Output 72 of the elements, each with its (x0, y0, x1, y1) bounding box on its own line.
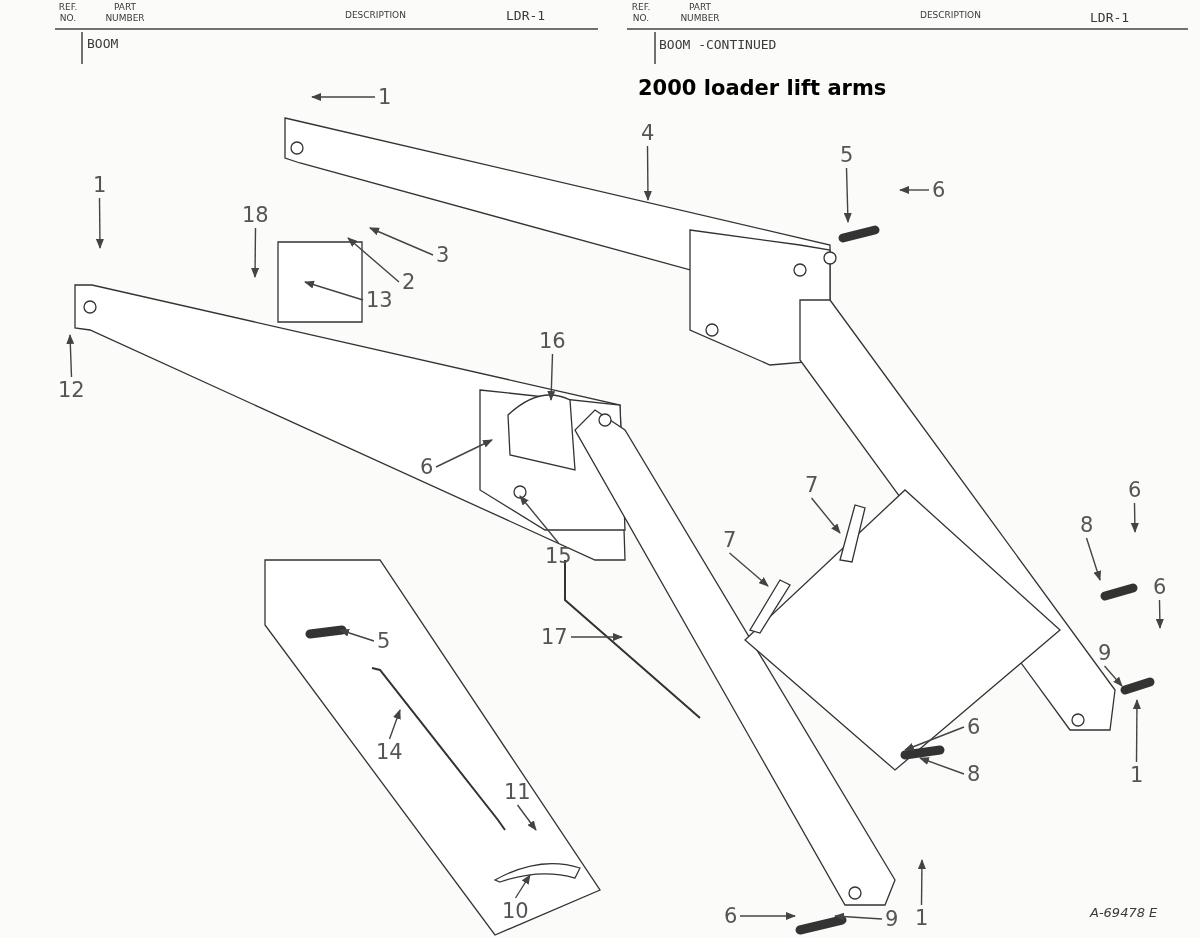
leader-line (728, 552, 769, 587)
leader-line (904, 726, 965, 751)
leader-line (347, 237, 400, 283)
callout-number: 9 (1098, 642, 1112, 664)
callout-number: 5 (377, 630, 391, 652)
leader-line (66, 334, 75, 378)
leader-line (311, 93, 376, 101)
column-heading: DESCRIPTION (345, 10, 406, 21)
callout-number: 7 (723, 529, 737, 551)
column-heading: PART NUMBER (104, 2, 146, 24)
leader-line (1132, 699, 1141, 763)
leader-line (1085, 537, 1102, 581)
leader-line (899, 186, 930, 194)
callout-number: 6 (967, 716, 981, 738)
callout-number: 1 (915, 907, 929, 929)
leader-line (834, 912, 883, 921)
leader-line (516, 804, 537, 831)
leader-line (810, 497, 841, 534)
leader-line (514, 874, 531, 899)
leader-line (339, 628, 375, 642)
callout-number: 1 (93, 174, 107, 196)
leader-line (1103, 665, 1123, 687)
leader-line (570, 633, 623, 641)
leader-line (388, 709, 401, 740)
leader-line (547, 353, 556, 401)
leader-line (919, 757, 965, 775)
callout-number: 2 (402, 271, 416, 293)
diagram-title: 2000 loader lift arms (638, 76, 887, 100)
column-heading: REF. NO. (630, 2, 652, 24)
callout-number: 17 (541, 626, 568, 648)
callout-number: 4 (641, 122, 655, 144)
drawing-number: A-69478 E (1090, 905, 1158, 920)
callout-number: 7 (805, 474, 819, 496)
callout-number: 6 (1128, 479, 1142, 501)
leader-line (95, 197, 104, 249)
column-heading: PART NUMBER (679, 2, 721, 24)
leader-line (843, 167, 852, 223)
header-text: BOOM (87, 36, 119, 51)
callout-number: 10 (502, 900, 529, 922)
callout-number: 11 (504, 781, 531, 803)
callout-number: 9 (885, 908, 899, 930)
header-text: BOOM -CONTINUED (659, 37, 777, 52)
column-heading: REF. NO. (57, 2, 79, 24)
leader-line (917, 859, 926, 906)
leader-line (739, 912, 796, 920)
leader-line (1130, 502, 1139, 533)
header-text: LDR-1 (506, 8, 546, 23)
leader-line (251, 227, 260, 278)
leader-line (435, 439, 493, 468)
callout-number: 12 (58, 379, 85, 401)
callout-number: 16 (539, 330, 566, 352)
callout-number: 1 (378, 86, 392, 108)
leader-line (369, 227, 434, 256)
callout-number: 5 (840, 144, 854, 166)
leader-line (304, 280, 364, 301)
callout-number: 13 (366, 289, 393, 311)
callout-number: 15 (545, 545, 572, 567)
leader-line (1155, 599, 1164, 629)
callout-number: 8 (1080, 514, 1094, 536)
callout-number: 8 (967, 763, 981, 785)
callout-number: 3 (436, 244, 450, 266)
leader-line (519, 495, 560, 544)
callout-number: 6 (724, 905, 738, 927)
column-heading: DESCRIPTION (920, 10, 981, 21)
callout-number: 1 (1130, 764, 1144, 786)
callout-number: 14 (376, 741, 403, 763)
callout-number: 6 (932, 179, 946, 201)
callout-number: 6 (1153, 576, 1167, 598)
leader-line (643, 145, 652, 201)
callout-number: 6 (420, 456, 434, 478)
header-text: LDR-1 (1090, 10, 1130, 25)
callout-number: 18 (242, 204, 269, 226)
